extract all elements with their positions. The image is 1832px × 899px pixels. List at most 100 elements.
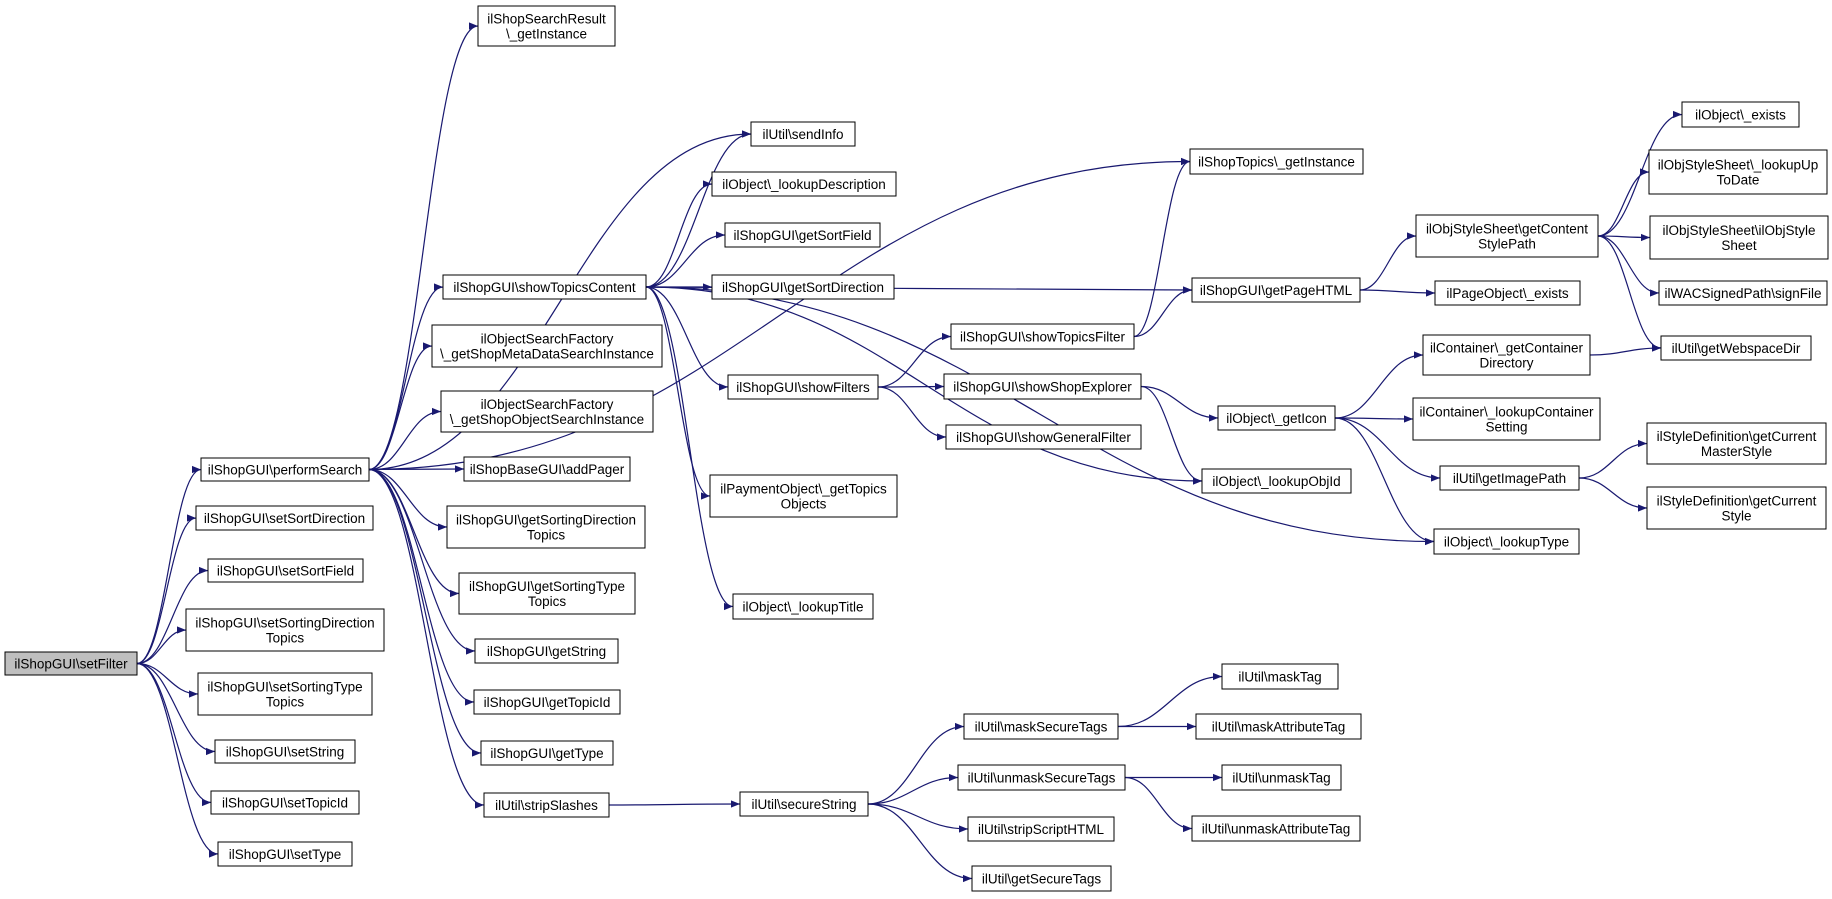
edge-performSearch-to-getString	[368, 468, 476, 655]
node-objectExists[interactable]: ilObject\_exists	[1681, 101, 1800, 128]
node-getTopicId[interactable]: ilShopGUI\getTopicId	[473, 689, 621, 715]
node-setFilter[interactable]: ilShopGUI\setFilter	[4, 651, 138, 676]
node-box	[200, 457, 370, 482]
node-unmaskSecureTags[interactable]: ilUtil\unmaskSecureTags	[957, 764, 1126, 791]
node-getSecureTags[interactable]: ilUtil\getSecureTags	[971, 865, 1112, 892]
node-getSortDirection[interactable]: ilShopGUI\getSortDirection	[711, 274, 895, 300]
node-stripScriptHTML[interactable]: ilUtil\stripScriptHTML	[967, 816, 1115, 842]
node-getImagePath[interactable]: ilUtil\getImagePath	[1439, 465, 1580, 491]
node-label: ilShopGUI\setSortingDirection	[195, 616, 374, 631]
node-showTopicsContent[interactable]: ilShopGUI\showTopicsContent	[442, 274, 647, 300]
node-box	[217, 841, 353, 867]
edge-secureString-to-getSecureTags	[867, 803, 973, 883]
node-lookupDescription[interactable]: ilObject\_lookupDescription	[711, 171, 897, 197]
edge-getContentStylePath-to-lookUpToDate	[1597, 168, 1650, 237]
node-box	[1217, 405, 1336, 431]
edge-secureString-to-stripScriptHTML	[867, 803, 969, 833]
edge-stripSlashes-to-secureString	[608, 800, 741, 808]
node-setSortDirection[interactable]: ilShopGUI\setSortDirection	[195, 505, 374, 531]
node-box	[963, 713, 1119, 740]
node-getType[interactable]: ilShopGUI\getType	[480, 740, 614, 766]
node-label: ilShopGUI\showTopicsContent	[453, 280, 636, 295]
node-secureString[interactable]: ilUtil\secureString	[739, 791, 869, 817]
node-label: Objects	[781, 497, 827, 512]
node-lookupType[interactable]: ilObject\_lookupType	[1433, 528, 1580, 555]
node-box	[1221, 663, 1339, 690]
node-getString[interactable]: ilShopGUI\getString	[474, 638, 619, 664]
edge-showTopicsFilter-to-topicsGetInstance	[1133, 157, 1191, 338]
node-sendInfo[interactable]: ilUtil\sendInfo	[750, 121, 856, 147]
node-showFilters[interactable]: ilShopGUI\showFilters	[727, 374, 879, 400]
node-label: ilContainer\_getContainer	[1430, 341, 1584, 356]
node-lookupTitle[interactable]: ilObject\_lookupTitle	[732, 593, 874, 620]
node-label: ilStyleDefinition\getCurrent	[1657, 429, 1817, 444]
node-box	[732, 593, 874, 620]
edge-getContentStylePath-to-ilObjStyleSheet	[1597, 233, 1651, 242]
node-box	[185, 608, 385, 652]
edge-performSearch-to-showTopicsContent	[368, 283, 444, 471]
node-showGeneralFilter[interactable]: ilShopGUI\showGeneralFilter	[945, 424, 1142, 450]
node-pageObjectExists[interactable]: ilPageObject\_exists	[1434, 280, 1581, 306]
node-performSearch[interactable]: ilShopGUI\performSearch	[200, 457, 370, 482]
node-signFile[interactable]: ilWACSignedPath\signFile	[1658, 280, 1828, 306]
node-setSortField[interactable]: ilShopGUI\setSortField	[207, 558, 364, 583]
node-getSortField[interactable]: ilShopGUI\getSortField	[724, 222, 881, 248]
node-box	[463, 456, 631, 482]
node-metaDataSearch[interactable]: ilObjectSearchFactory\_getShopMetaDataSe…	[431, 324, 663, 368]
node-unmaskAttributeTag[interactable]: ilUtil\unmaskAttributeTag	[1191, 815, 1361, 842]
node-showTopicsFilter[interactable]: ilShopGUI\showTopicsFilter	[950, 323, 1135, 350]
node-label: ilUtil\unmaskSecureTags	[968, 771, 1116, 786]
node-label: Topics	[527, 528, 566, 543]
node-addPager[interactable]: ilShopBaseGUI\addPager	[463, 456, 631, 482]
node-label: StylePath	[1478, 237, 1536, 252]
node-label: ilObject\_getIcon	[1226, 411, 1327, 426]
node-label: ilUtil\maskSecureTags	[975, 720, 1108, 735]
node-setString[interactable]: ilShopGUI\setString	[214, 739, 356, 764]
node-unmaskTag[interactable]: ilUtil\unmaskTag	[1221, 764, 1342, 791]
edge-performSearch-to-sendInfo	[368, 130, 752, 471]
node-ilObjStyleSheet[interactable]: ilObjStyleSheet\ilObjStyleSheet	[1649, 215, 1829, 260]
node-setType[interactable]: ilShopGUI\setType	[217, 841, 353, 867]
node-label: Setting	[1485, 420, 1527, 435]
node-getWebspaceDir[interactable]: ilUtil\getWebspaceDir	[1660, 335, 1812, 361]
node-getIcon[interactable]: ilObject\_getIcon	[1217, 405, 1336, 431]
node-getPageHTML[interactable]: ilShopGUI\getPageHTML	[1191, 277, 1361, 303]
node-label: ilShopGUI\getSortingDirection	[456, 513, 636, 528]
node-box	[950, 323, 1135, 350]
node-objectSearch[interactable]: ilObjectSearchFactory\_getShopObjectSear…	[440, 390, 654, 433]
edge-showFilters-to-showTopicsFilter	[877, 332, 952, 388]
node-searchResultGetInstance[interactable]: ilShopSearchResult\_getInstance	[477, 5, 616, 47]
node-label: ilObjectSearchFactory	[481, 397, 614, 412]
node-label: ilShopGUI\performSearch	[208, 463, 363, 478]
node-label: ilShopTopics\_getInstance	[1198, 155, 1355, 170]
node-topicsGetInstance[interactable]: ilShopTopics\_getInstance	[1189, 148, 1364, 175]
node-label: Topics	[266, 631, 305, 646]
node-setTopicId[interactable]: ilShopGUI\setTopicId	[210, 790, 360, 815]
node-label: \_getShopObjectSearchInstance	[450, 412, 644, 427]
node-box	[1648, 149, 1828, 195]
node-showShopExplorer[interactable]: ilShopGUI\showShopExplorer	[943, 373, 1142, 400]
node-box	[4, 651, 138, 676]
node-stripSlashes[interactable]: ilUtil\stripSlashes	[483, 792, 610, 818]
node-maskSecureTags[interactable]: ilUtil\maskSecureTags	[963, 713, 1119, 740]
node-label: ToDate	[1717, 173, 1760, 188]
node-label: ilShopGUI\showFilters	[736, 380, 870, 395]
node-lookupObjId[interactable]: ilObject\_lookupObjId	[1201, 468, 1352, 494]
node-maskAttributeTag[interactable]: ilUtil\maskAttributeTag	[1195, 713, 1362, 740]
node-box	[1189, 148, 1364, 175]
node-maskTag[interactable]: ilUtil\maskTag	[1221, 663, 1339, 690]
node-label: ilPaymentObject\_getTopics	[720, 482, 887, 497]
node-box	[1433, 528, 1580, 555]
